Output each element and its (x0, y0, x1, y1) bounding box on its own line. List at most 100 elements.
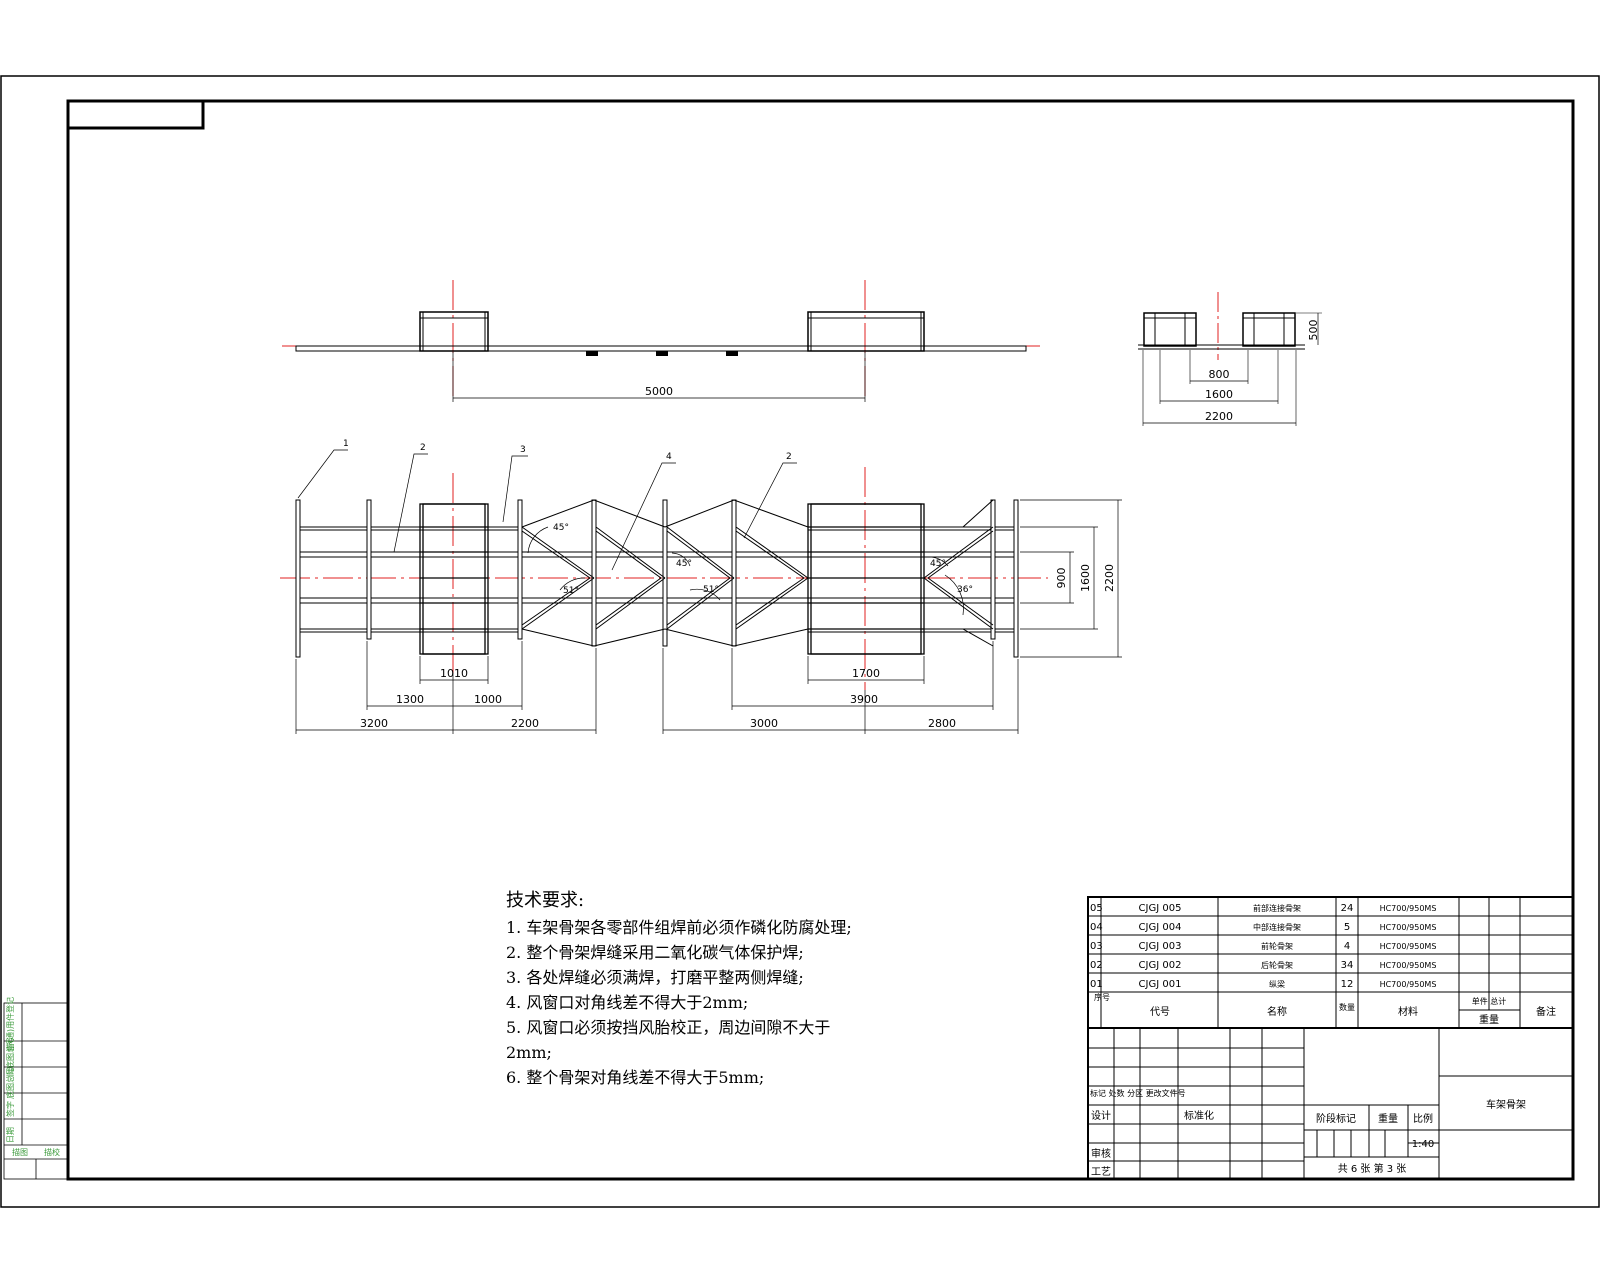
end-dim-mid: 1600 (1205, 388, 1233, 401)
side-view: 5000 (282, 280, 1040, 402)
balloon-5: 2 (786, 452, 792, 462)
strip-label-4: 日期 (6, 1127, 15, 1143)
bom-header-qty: 数量 (1339, 1002, 1355, 1012)
dim-2800: 2800 (928, 717, 956, 730)
balloon-2: 2 (420, 443, 426, 453)
dim-1000: 1000 (474, 693, 502, 706)
dim-1010: 1010 (440, 667, 468, 680)
bom-cell-name: 前部连接骨架 (1253, 903, 1301, 913)
bom-cell-no: 02 (1090, 960, 1103, 971)
bom-cell-material: HC700/950MS (1380, 942, 1437, 951)
review-label: 审核 (1091, 1147, 1111, 1160)
bom-header-no: 序号 (1094, 992, 1110, 1002)
bom-cell-name: 后轮骨架 (1261, 960, 1293, 970)
bom-cell-material: HC700/950MS (1380, 923, 1437, 932)
plan-view: 45° 51° 45° 51° 45° 36° 1 2 3 4 2 (280, 439, 1122, 734)
end-view: 500 800 1600 2200 (1138, 292, 1322, 426)
end-dim-outer: 2200 (1205, 410, 1233, 423)
title-block: 标记 处数 分区 更改文件号 设计 标准化 审核 工艺 阶段标记 重量 比例 1… (1087, 1027, 1574, 1180)
bom-cell-material: HC700/950MS (1380, 904, 1437, 913)
dim-3200: 3200 (360, 717, 388, 730)
bom-cell-code: CJGJ 002 (1139, 960, 1182, 971)
corner-code-box (66, 99, 205, 130)
bom-cell-code: CJGJ 005 (1139, 903, 1182, 914)
dim-v-900: 900 (1055, 568, 1068, 589)
dim-v-1600: 1600 (1079, 564, 1092, 592)
bom-cell-no: 03 (1090, 941, 1103, 952)
angle-1: 45° (553, 523, 569, 533)
bom-cell-code: CJGJ 003 (1139, 941, 1182, 952)
technical-requirements: 技术要求: 1. 车架骨架各零部件组焊前必须作磷化防腐处理; 2. 整个骨架焊缝… (506, 888, 926, 1090)
tech-item: 1. 车架骨架各零部件组焊前必须作磷化防腐处理; (506, 918, 852, 937)
bom-cell-qty: 5 (1344, 922, 1350, 933)
bom-header-code: 代号 (1150, 1006, 1170, 1018)
angle-4: 51° (703, 585, 719, 595)
dim-1700: 1700 (852, 667, 880, 680)
strip-label-1: 旧底图总号 (5, 1037, 15, 1077)
bom-header-name: 名称 (1267, 1005, 1287, 1018)
tech-item: 3. 各处焊缝必须满焊，打磨平整两侧焊缝; (506, 968, 804, 987)
stage-mark-label: 阶段标记 (1316, 1112, 1356, 1125)
angle-3: 45° (676, 559, 692, 569)
sheet-count: 共 6 张 第 3 张 (1338, 1162, 1407, 1175)
angle-2: 51° (563, 586, 579, 596)
bom-cell-material: HC700/950MS (1380, 980, 1437, 989)
bom-cell-no: 05 (1090, 903, 1103, 914)
bom-table (1087, 896, 1574, 1029)
dim-1300: 1300 (396, 693, 424, 706)
end-dim-height: 500 (1307, 320, 1320, 341)
end-dim-inner: 800 (1209, 368, 1230, 381)
bom-cell-qty: 12 (1341, 979, 1354, 990)
dim-3000: 3000 (750, 717, 778, 730)
scale-label: 比例 (1413, 1112, 1433, 1125)
tech-item: 4. 风窗口对角线差不得大于2mm; (506, 993, 749, 1012)
tech-item: 5. 风窗口必须按挡风胎校正，周边间隙不大于 (506, 1018, 831, 1037)
tech-title: 技术要求: (506, 890, 585, 911)
balloon-1: 1 (343, 439, 349, 449)
strip-label-6: 描校 (44, 1147, 60, 1157)
bom-cell-material: HC700/950MS (1380, 961, 1437, 970)
design-label: 设计 (1091, 1109, 1111, 1122)
weight-label: 重量 (1378, 1112, 1398, 1125)
side-dim-span: 5000 (645, 385, 673, 398)
strip-label-0: 借(通)用件登记 (5, 997, 15, 1051)
bom-cell-no: 01 (1090, 979, 1103, 990)
balloon-4: 4 (666, 452, 672, 462)
strip-label-5: 描图 (12, 1147, 28, 1157)
tech-item: 6. 整个骨架对角线差不得大于5mm; (506, 1068, 765, 1087)
bom-cell-code: CJGJ 004 (1139, 922, 1182, 933)
tech-item: 2mm; (506, 1043, 552, 1062)
dim-2200: 2200 (511, 717, 539, 730)
binding-strip: 借(通)用件登记 旧底图总号 底图总号 签字 日期 描图 描校 (3, 997, 69, 1180)
revision-label: 标记 处数 分区 更改文件号 (1090, 1088, 1186, 1098)
bom-header-single-total: 单件 总计 (1472, 996, 1507, 1006)
angle-5: 45° (930, 559, 946, 569)
angle-6: 36° (957, 585, 973, 595)
bom-cell-name: 纵梁 (1269, 980, 1285, 989)
balloon-3: 3 (520, 445, 526, 455)
outer-border (0, 75, 1600, 1208)
bom-cell-qty: 24 (1341, 903, 1354, 914)
bom-cell-name: 前轮骨架 (1261, 941, 1293, 951)
bom-cell-name: 中部连接骨架 (1253, 922, 1301, 932)
strip-label-2: 底图总号 (5, 1067, 15, 1099)
scale-value: 1:40 (1412, 1139, 1434, 1150)
tech-item: 2. 整个骨架焊缝采用二氧化碳气体保护焊; (506, 943, 804, 962)
inner-frame (66, 99, 1575, 1181)
bom-cell-no: 04 (1090, 922, 1103, 933)
bom-header-remark: 备注 (1536, 1005, 1556, 1018)
bom-cell-qty: 4 (1344, 941, 1350, 952)
dim-v-2200: 2200 (1103, 564, 1116, 592)
bom-header-material: 材料 (1398, 1005, 1418, 1018)
bom-cell-qty: 34 (1341, 960, 1354, 971)
bom-header-weight: 重量 (1479, 1013, 1499, 1026)
bom-header: 序号 代号 名称 数量 材料 单件 总计 重量 备注 (1094, 992, 1556, 1026)
process-label: 工艺 (1091, 1166, 1111, 1178)
dim-3900: 3900 (850, 693, 878, 706)
standardize-label: 标准化 (1184, 1109, 1214, 1122)
strip-label-3: 签字 (5, 1101, 15, 1117)
bom-cell-code: CJGJ 001 (1139, 979, 1182, 990)
drawing-name: 车架骨架 (1486, 1098, 1526, 1111)
